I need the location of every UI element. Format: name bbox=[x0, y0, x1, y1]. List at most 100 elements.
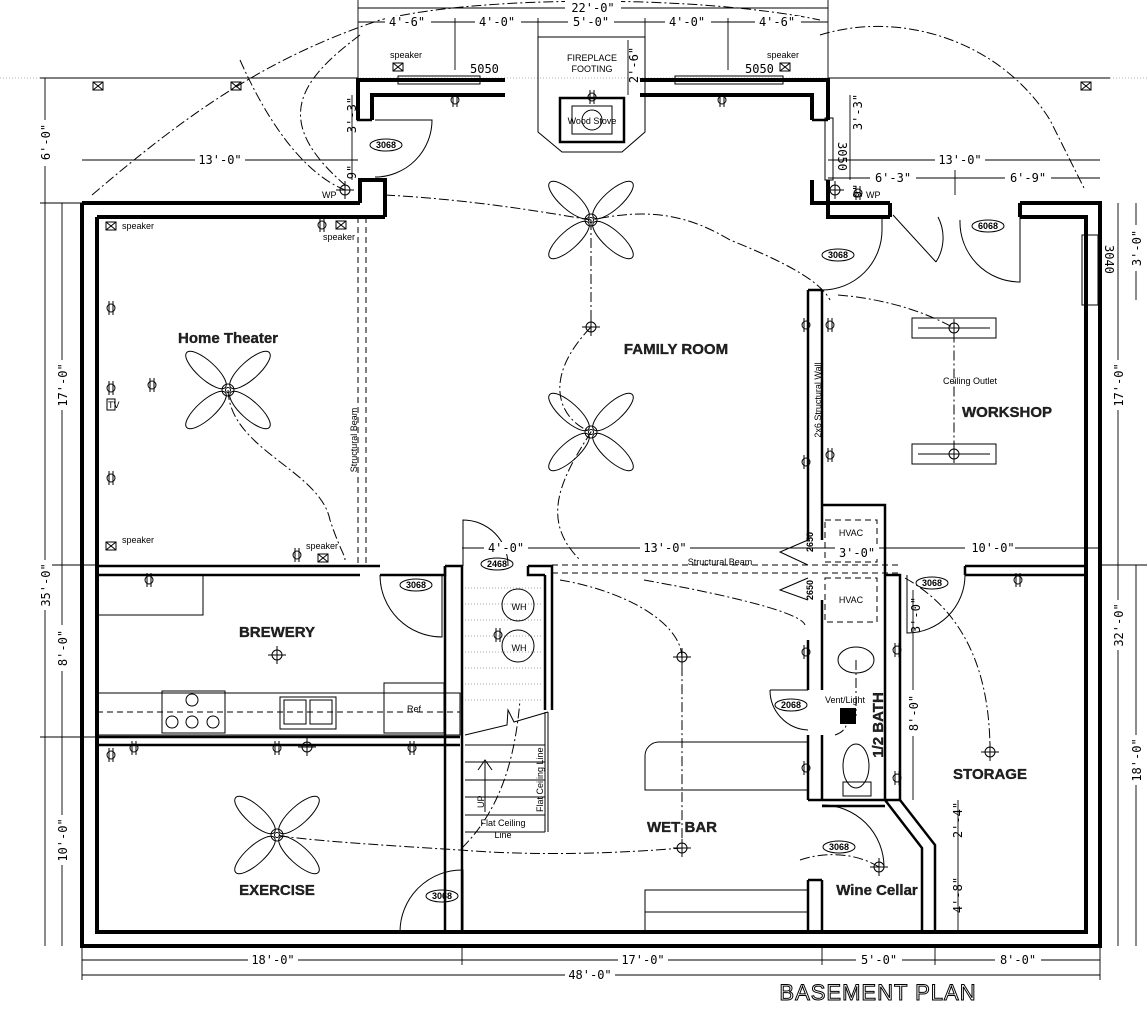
hvac-label: HVAC bbox=[839, 595, 864, 605]
svg-text:4'-8": 4'-8" bbox=[951, 877, 965, 913]
svg-text:10'-0": 10'-0" bbox=[971, 541, 1014, 555]
room-brewery: BREWERY bbox=[239, 624, 315, 641]
svg-text:3'-3": 3'-3" bbox=[851, 94, 865, 130]
speaker-label: speaker bbox=[390, 50, 422, 60]
svg-text:4'-0": 4'-0" bbox=[669, 15, 705, 29]
svg-text:6068: 6068 bbox=[978, 221, 998, 231]
window-tag: 3040 bbox=[1102, 245, 1116, 274]
structural-beam-label: Structural Beam bbox=[349, 408, 359, 473]
svg-text:8'-0": 8'-0" bbox=[56, 630, 70, 666]
wp-label: WP bbox=[322, 190, 337, 200]
svg-text:3068: 3068 bbox=[432, 891, 452, 901]
svg-text:3'-3": 3'-3" bbox=[345, 97, 359, 133]
svg-text:8'-0": 8'-0" bbox=[907, 695, 921, 731]
svg-text:2068: 2068 bbox=[781, 700, 801, 710]
svg-text:2650: 2650 bbox=[805, 532, 815, 552]
water-heater-label: WH bbox=[512, 643, 527, 653]
svg-text:3'-0": 3'-0" bbox=[839, 546, 875, 560]
speaker-label: speaker bbox=[306, 541, 338, 551]
svg-text:3'-0": 3'-0" bbox=[1130, 230, 1144, 266]
structural-beam-label: Structural Beam bbox=[688, 557, 753, 567]
svg-text:48'-0": 48'-0" bbox=[568, 968, 611, 982]
svg-text:4'-0": 4'-0" bbox=[479, 15, 515, 29]
dimension-lines bbox=[40, 0, 1147, 980]
ceiling-lights bbox=[267, 180, 1000, 877]
svg-text:2468: 2468 bbox=[487, 559, 507, 569]
svg-text:3068: 3068 bbox=[376, 140, 396, 150]
svg-text:3068: 3068 bbox=[922, 578, 942, 588]
room-wet-bar: WET BAR bbox=[647, 819, 717, 836]
svg-text:10'-0": 10'-0" bbox=[56, 818, 70, 861]
flat-ceiling-label: Flat Ceiling bbox=[480, 818, 525, 828]
speaker-label: speaker bbox=[767, 50, 799, 60]
bath-fixtures bbox=[837, 646, 875, 797]
ceiling-outlet-label: Ceiling Outlet bbox=[943, 376, 998, 386]
svg-text:35'-0": 35'-0" bbox=[39, 563, 53, 606]
door-tags: 3068 3068 3068 6068 3068 2468 2068 3068 … bbox=[369, 138, 1005, 903]
flat-ceiling-label: Flat Ceiling Line bbox=[535, 747, 545, 812]
speaker-label: speaker bbox=[122, 221, 154, 231]
svg-text:2'-6": 2'-6" bbox=[627, 47, 641, 83]
room-wine-cellar: Wine Cellar bbox=[836, 882, 918, 899]
svg-text:6'-0": 6'-0" bbox=[39, 124, 53, 160]
stairs-up-label: UP bbox=[476, 795, 486, 808]
dimension-text: 22'-0" 4'-6" 4'-0" 5'-0" 4'-0" 4'-6" 2'-… bbox=[38, 0, 1144, 982]
wet-bar-counters bbox=[644, 741, 808, 932]
speakers bbox=[92, 62, 1092, 563]
svg-text:18'-0": 18'-0" bbox=[1130, 738, 1144, 781]
fireplace-label: FIREPLACE bbox=[567, 53, 617, 63]
electrical-wiring bbox=[91, 0, 1086, 868]
tv-label: TV bbox=[108, 400, 120, 410]
fireplace-label: FOOTING bbox=[572, 64, 613, 74]
hvac-label: HVAC bbox=[839, 528, 864, 538]
room-family-room: FAMILY ROOM bbox=[624, 341, 728, 358]
svg-text:32'-0": 32'-0" bbox=[1112, 603, 1126, 646]
window-tag: 3050 bbox=[835, 142, 849, 171]
svg-text:3068: 3068 bbox=[828, 250, 848, 260]
svg-text:13'-0": 13'-0" bbox=[643, 541, 686, 555]
window-tag: 5050 bbox=[745, 62, 774, 76]
doors bbox=[374, 119, 1021, 933]
svg-text:17'-0": 17'-0" bbox=[621, 953, 664, 967]
speaker-label: speaker bbox=[323, 232, 355, 242]
svg-text:3'-0": 3'-0" bbox=[909, 597, 923, 633]
svg-text:6'-3": 6'-3" bbox=[875, 171, 911, 185]
stairs bbox=[464, 587, 549, 833]
svg-text:22'-0": 22'-0" bbox=[571, 1, 614, 15]
structural-wall-label: 2x6 Structural Wall bbox=[813, 362, 823, 437]
svg-text:13'-0": 13'-0" bbox=[198, 153, 241, 167]
exterior-walls bbox=[80, 78, 1102, 948]
room-workshop: WORKSHOP bbox=[962, 404, 1052, 421]
windows bbox=[397, 75, 1099, 306]
flat-ceiling-label: Line bbox=[494, 830, 511, 840]
room-storage: STORAGE bbox=[953, 766, 1027, 783]
svg-text:17'-0": 17'-0" bbox=[1112, 363, 1126, 406]
svg-text:5'-0": 5'-0" bbox=[861, 953, 897, 967]
brewery-fixtures bbox=[96, 574, 461, 736]
svg-text:3068: 3068 bbox=[406, 580, 426, 590]
wood-stove-label: Wood Stove bbox=[568, 116, 617, 126]
svg-text:9": 9" bbox=[345, 165, 359, 179]
svg-text:4'-6": 4'-6" bbox=[389, 15, 425, 29]
room-half-bath: 1/2 BATH bbox=[870, 692, 887, 758]
svg-text:3068: 3068 bbox=[829, 842, 849, 852]
wp-label: WP bbox=[866, 190, 881, 200]
svg-text:18'-0": 18'-0" bbox=[251, 953, 294, 967]
window-tag: 5050 bbox=[470, 62, 499, 76]
svg-text:17'-0": 17'-0" bbox=[56, 363, 70, 406]
svg-text:2650: 2650 bbox=[805, 580, 815, 600]
svg-text:8'-0": 8'-0" bbox=[1000, 953, 1036, 967]
room-exercise: EXERCISE bbox=[239, 882, 315, 899]
svg-text:5'-0": 5'-0" bbox=[573, 15, 609, 29]
speaker-label: speaker bbox=[122, 535, 154, 545]
svg-text:6'-9": 6'-9" bbox=[1010, 171, 1046, 185]
svg-text:13'-0": 13'-0" bbox=[938, 153, 981, 167]
water-heater-label: WH bbox=[512, 602, 527, 612]
ceiling-fans bbox=[180, 175, 639, 880]
svg-text:4'-0": 4'-0" bbox=[488, 541, 524, 555]
svg-text:9": 9" bbox=[851, 184, 865, 198]
svg-text:4'-6": 4'-6" bbox=[759, 15, 795, 29]
vent-light-label: Vent/Light bbox=[825, 695, 866, 705]
refrigerator-label: Ref bbox=[407, 704, 422, 714]
